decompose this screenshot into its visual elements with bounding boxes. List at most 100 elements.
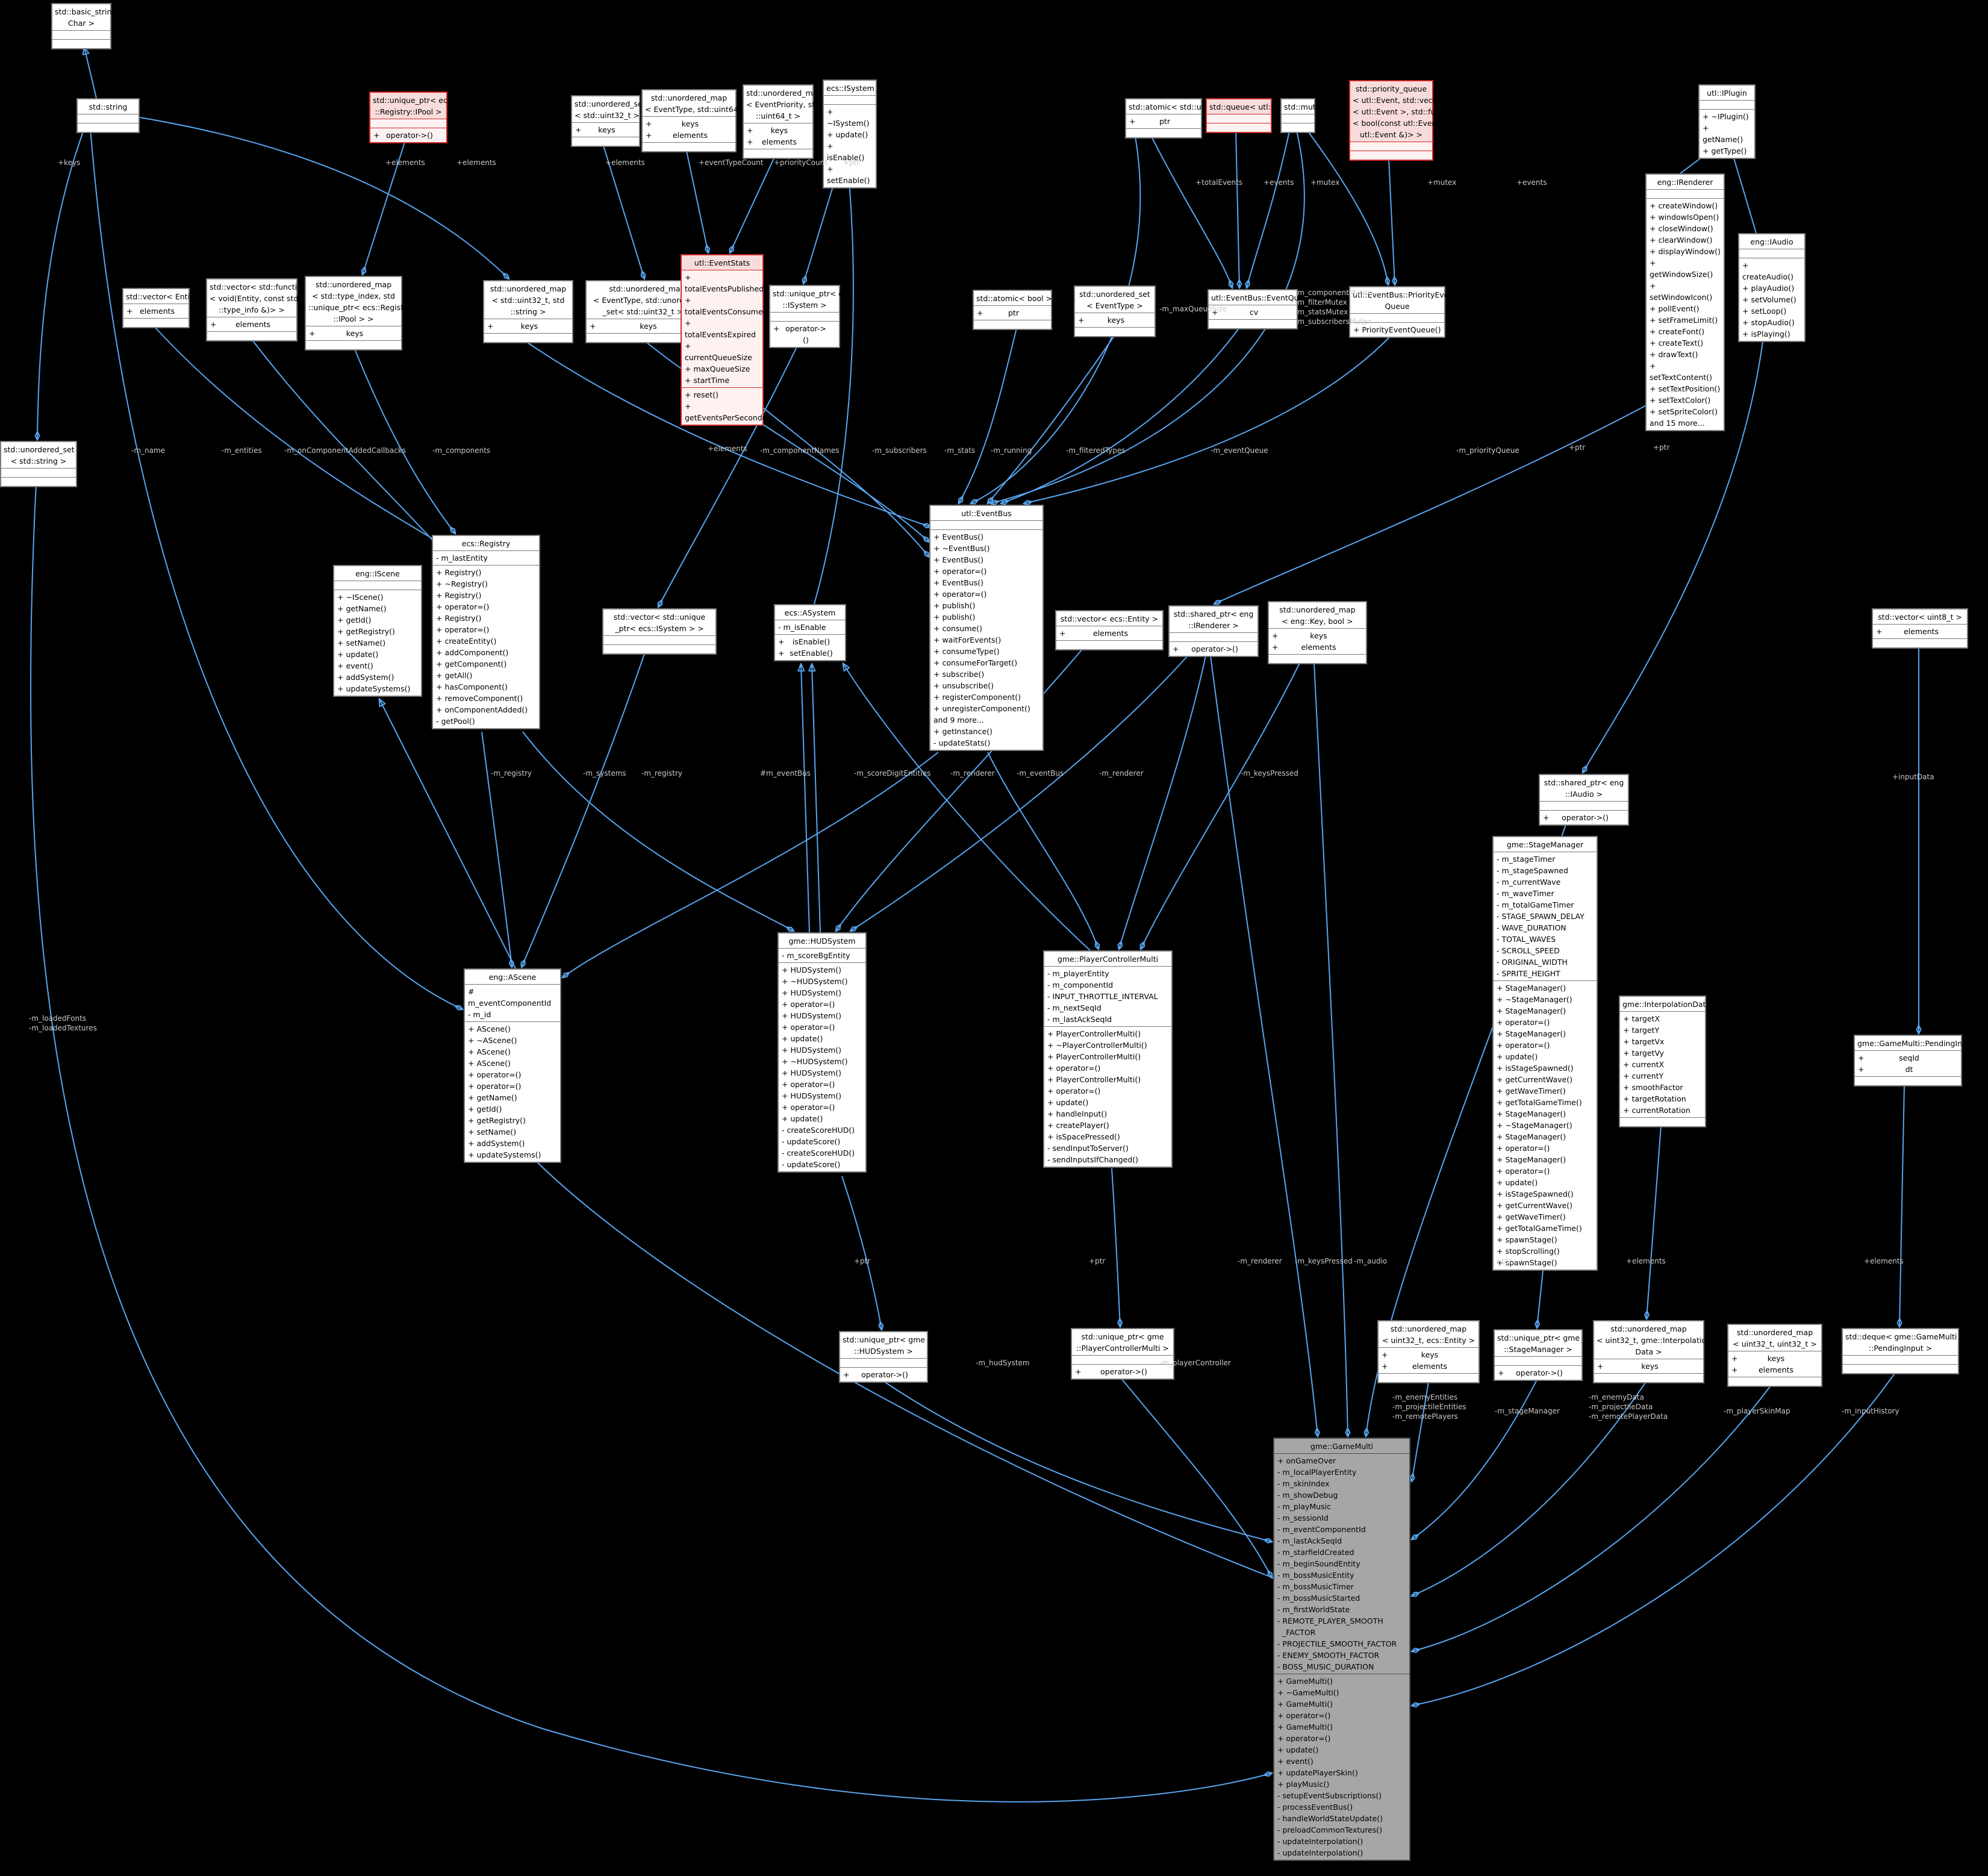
- class-atomic-bool[interactable]: std::atomic< bool >+ptr: [973, 290, 1052, 330]
- member: - m_bossMusicEntity: [1277, 1571, 1354, 1580]
- class-gme-hudsystem[interactable]: gme::HUDSystem- m_scoreBgEntity+ HUDSyst…: [777, 932, 867, 1173]
- class-vector-uint8[interactable]: std::vector< uint8_t >+elements: [1872, 608, 1968, 649]
- class-unordered-map-key-bool[interactable]: std::unordered_map< eng::Key, bool >+key…: [1268, 601, 1367, 664]
- member-name: elements: [235, 320, 271, 329]
- member: +operator->(): [373, 129, 443, 141]
- class-title-line: std::unordered_map: [315, 280, 392, 289]
- member: + stopScrolling(): [1497, 1247, 1560, 1256]
- class-shared-ptr-irenderer[interactable]: std::shared_ptr< eng::IRenderer >+operat…: [1168, 605, 1259, 657]
- class-eng-iscene[interactable]: eng::IScene+ ~IScene()+ getName()+ getId…: [333, 565, 422, 697]
- class-unordered-set-uint32[interactable]: std::unordered_set< std::uint32_t >+keys: [571, 95, 646, 147]
- member: + setTextContent(): [1650, 361, 1712, 382]
- member: + isEnable(): [827, 142, 865, 162]
- methods: + reset()+ getEventsPerSecond(): [682, 387, 768, 425]
- class-unique-ptr-stagemanager[interactable]: std::unique_ptr< gme::StageManager >+ope…: [1494, 1329, 1583, 1381]
- class-title: std::unordered_map< eng::Key, bool >: [1269, 602, 1366, 629]
- class-title-line: std::unique_ptr< gme: [1081, 1332, 1164, 1341]
- class-eventbus-eventqueue[interactable]: utl::EventBus::EventQueue+cv: [1207, 289, 1313, 329]
- class-title-line: ::PendingInput >: [1868, 1344, 1933, 1353]
- member: + startTime: [685, 376, 730, 385]
- class-ecs-isystem[interactable]: ecs::ISystem+ ~ISystem()+ update()+ isEn…: [823, 79, 877, 189]
- aggregation-edge: [959, 328, 1017, 503]
- class-unique-ptr-playercontrollermulti[interactable]: std::unique_ptr< gme::PlayerControllerMu…: [1071, 1328, 1174, 1380]
- class-unordered-map-typeindex-ipool[interactable]: std::unordered_map< std::type_index, std…: [305, 276, 411, 351]
- aggregation-edge: [686, 151, 708, 253]
- member: + operator=(): [782, 1000, 835, 1009]
- member: - m_waveTimer: [1497, 889, 1554, 898]
- member-name: elements: [672, 131, 708, 140]
- class-eng-ascene[interactable]: eng::AScene# m_eventComponentId- m_id+ A…: [464, 968, 561, 1163]
- methods: [1282, 123, 1314, 132]
- edge-label: +elements: [708, 444, 747, 453]
- member: + PlayerControllerMulti(): [1047, 1075, 1141, 1084]
- member: + PlayerControllerMulti(): [1047, 1052, 1141, 1061]
- methods: [1350, 151, 1432, 160]
- member: - m_nextSeqId: [1047, 1003, 1102, 1012]
- member-name: seqId: [1899, 1053, 1919, 1062]
- class-queue-event[interactable]: std::queue< utl::Event >: [1206, 98, 1303, 133]
- class-unordered-map-eventpriority-uint64[interactable]: std::unordered_map< EventPriority, std::…: [743, 84, 822, 159]
- class-gme-gamemulti[interactable]: gme::GameMulti+ onGameOver- m_localPlaye…: [1273, 1438, 1410, 1861]
- member: + targetX: [1623, 1014, 1660, 1023]
- member: + update(): [1497, 1052, 1538, 1061]
- class-vector-unique-ptr-isystem[interactable]: std::vector< std::unique_ptr< ecs::ISyst…: [602, 608, 717, 655]
- member: + operator=(): [468, 1082, 522, 1091]
- class-gme-interpolationdata[interactable]: gme::InterpolationData+ targetX+ targetY…: [1619, 996, 1710, 1127]
- aggregation-edge: [154, 326, 443, 545]
- class-unordered-set-eventtype[interactable]: std::unordered_set< EventType >+keys: [1074, 285, 1156, 337]
- class-title-line: ::Registry::IPool >: [375, 107, 442, 116]
- class-atomic-uint64[interactable]: std::atomic< std::uint64_t >+ptr: [1125, 98, 1236, 139]
- class-shared-ptr-iaudio[interactable]: std::shared_ptr< eng::IAudio >+operator-…: [1539, 774, 1629, 826]
- class-unordered-map-uint32-interpolation[interactable]: std::unordered_map< uint32_t, gme::Inter…: [1593, 1320, 1711, 1383]
- member: + HUDSystem(): [782, 965, 841, 974]
- edge-label: +ptr: [1089, 1257, 1106, 1265]
- class-unordered-map-eventtype-uint64[interactable]: std::unordered_map< EventType, std::uint…: [641, 89, 753, 152]
- class-title: gme::StageManager: [1494, 837, 1597, 852]
- class-eng-iaudio[interactable]: eng::IAudio+ createAudio()+ playAudio()+…: [1738, 233, 1806, 342]
- class-vector-ecs-entity[interactable]: std::vector< ecs::Entity >+elements: [1055, 610, 1164, 650]
- class-gamemulti-pendinginput[interactable]: gme::GameMulti::PendingInput+seqId+dt: [1854, 1035, 1975, 1086]
- class-gme-stagemanager[interactable]: gme::StageManager- m_stageTimer- m_stage…: [1492, 836, 1598, 1271]
- member: + operator=(): [1047, 1064, 1101, 1073]
- methods: + PriorityEventQueue(): [1350, 322, 1444, 337]
- class-title-line: < std::uint32_t, std: [491, 296, 565, 305]
- edge-label: -m_onComponentAddedCallbacks: [284, 446, 407, 455]
- class-utl-eventbus[interactable]: utl::EventBus+ EventBus()+ ~EventBus()+ …: [929, 505, 1044, 751]
- class-utl-iplugin[interactable]: utl::IPlugin+ ~IPlugin()+ getName()+ get…: [1698, 84, 1756, 159]
- edge-label: -m_components: [432, 446, 491, 455]
- class-unique-ptr-hudsystem[interactable]: std::unique_ptr< gme::HUDSystem >+operat…: [839, 1331, 928, 1383]
- class-title-line: gme::HUDSystem: [788, 936, 856, 946]
- class-title: utl::IPlugin: [1700, 86, 1754, 101]
- class-eng-irenderer[interactable]: eng::IRenderer+ createWindow()+ windowIs…: [1645, 173, 1725, 431]
- class-unique-ptr-isystem[interactable]: std::unique_ptr< ecs::ISystem >+operator…: [769, 285, 851, 348]
- class-utl-eventstats[interactable]: utl::EventStats+ totalEventsPublished+ t…: [681, 254, 768, 426]
- member: + HUDSystem(): [782, 988, 841, 997]
- class-vector-entity[interactable]: std::vector< Entity >+elements: [122, 288, 206, 328]
- member: - m_isEnable: [778, 623, 826, 632]
- class-string[interactable]: std::string: [76, 98, 140, 133]
- member: - preloadCommonTextures(): [1277, 1825, 1383, 1834]
- class-unordered-map-uint32-uint32[interactable]: std::unordered_map< uint32_t, uint32_t >…: [1727, 1324, 1822, 1387]
- member: + StageManager(): [1497, 983, 1566, 993]
- edge-label: +eventTypeCount: [699, 158, 764, 167]
- class-deque-pendinginput[interactable]: std::deque< gme::GameMulti::PendingInput…: [1842, 1328, 1959, 1374]
- class-ecs-asystem[interactable]: ecs::ASystem- m_isEnable+isEnable()+setE…: [774, 604, 846, 661]
- edge-label: -m_keysPressed: [1295, 1257, 1353, 1265]
- class-mutex[interactable]: std::mutex: [1280, 98, 1325, 133]
- class-gme-playercontrollermulti[interactable]: gme::PlayerControllerMulti- m_playerEnti…: [1043, 950, 1173, 1168]
- member: - m_playMusic: [1277, 1502, 1331, 1511]
- class-priority-queue-event[interactable]: std::priority_queue< utl::Event, std::ve…: [1349, 80, 1473, 161]
- class-unordered-map-uint32-string[interactable]: std::unordered_map< std::uint32_t, std::…: [483, 280, 573, 343]
- class-unordered-set-string[interactable]: std::unordered_set< std::string >: [0, 441, 77, 487]
- member: + GameMulti(): [1277, 1700, 1333, 1709]
- class-vector-function[interactable]: std::vector< std::function< void(Entity,…: [206, 278, 307, 341]
- class-ecs-registry[interactable]: ecs::Registry- m_lastEntity+ Registry()+…: [432, 535, 540, 729]
- inheritance-edge: [529, 1154, 1274, 1578]
- class-basic-string[interactable]: std::basic_string<Char >: [51, 3, 123, 49]
- class-unique-ptr-registry-ipool[interactable]: std::unique_ptr< ecs::Registry::IPool >+…: [369, 92, 451, 143]
- class-unordered-map-uint32-entity[interactable]: std::unordered_map< uint32_t, ecs::Entit…: [1377, 1320, 1480, 1383]
- aggregation-edge: [1899, 1084, 1905, 1327]
